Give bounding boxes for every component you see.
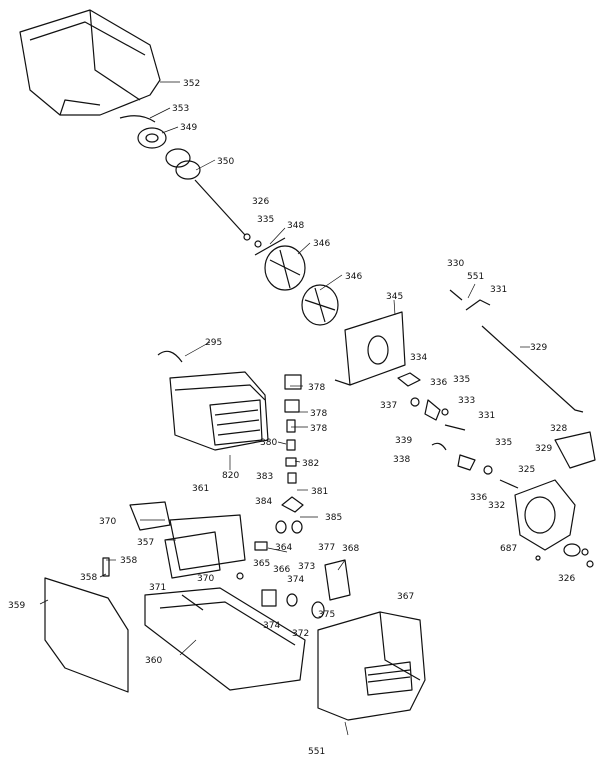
- label-368: 368: [342, 544, 359, 554]
- label-378-b: 378: [310, 409, 327, 419]
- label-373: 373: [298, 562, 315, 572]
- label-383: 383: [256, 472, 273, 482]
- label-366: 366: [273, 565, 290, 575]
- label-367: 367: [397, 592, 414, 602]
- label-384: 384: [255, 497, 272, 507]
- label-333: 333: [458, 396, 475, 406]
- part-ice-cutters: [254, 237, 339, 326]
- label-348: 348: [287, 221, 304, 231]
- label-380: 380: [260, 438, 277, 448]
- label-374-top: 374: [287, 575, 304, 585]
- label-295: 295: [205, 338, 222, 348]
- label-374-low: 374: [263, 621, 280, 631]
- label-326-top: 326: [252, 197, 269, 207]
- label-326-low: 326: [558, 574, 575, 584]
- label-820: 820: [222, 471, 239, 481]
- label-378-a: 378: [308, 383, 325, 393]
- label-331-mid: 331: [478, 411, 495, 421]
- label-360: 360: [145, 656, 162, 666]
- label-370-low: 370: [197, 574, 214, 584]
- part-side-panel: [44, 557, 129, 693]
- label-335-low: 335: [495, 438, 512, 448]
- label-375: 375: [318, 610, 335, 620]
- label-349: 349: [180, 123, 197, 133]
- part-linkage-rod: [449, 289, 584, 413]
- part-small-components: [281, 374, 304, 513]
- label-551-bottom: 551: [308, 747, 325, 757]
- label-551-top: 551: [467, 272, 484, 282]
- label-335-top: 335: [257, 215, 274, 225]
- label-357: 357: [137, 538, 154, 548]
- label-328: 328: [550, 424, 567, 434]
- label-336-top: 336: [430, 378, 447, 388]
- part-ice-bucket: [19, 9, 161, 116]
- part-front-cover: [317, 611, 426, 721]
- label-350: 350: [217, 157, 234, 167]
- label-329-low: 329: [535, 444, 552, 454]
- label-325: 325: [518, 465, 535, 475]
- label-371: 371: [149, 583, 166, 593]
- label-337: 337: [380, 401, 397, 411]
- label-346-upper: 346: [313, 239, 330, 249]
- part-gear-housing: [483, 431, 596, 551]
- part-auger-assembly: [119, 115, 246, 236]
- part-levers-springs: [397, 372, 476, 471]
- part-ice-maker-motor: [157, 350, 269, 451]
- label-339: 339: [395, 436, 412, 446]
- label-345: 345: [386, 292, 403, 302]
- label-359: 359: [8, 601, 25, 611]
- label-336-low: 336: [470, 493, 487, 503]
- part-tray: [144, 587, 306, 691]
- label-364: 364: [275, 543, 292, 553]
- part-switch-components: [236, 559, 351, 619]
- label-370-top: 370: [99, 517, 116, 527]
- label-365: 365: [253, 559, 270, 569]
- label-687: 687: [500, 544, 517, 554]
- label-329-top: 329: [530, 343, 547, 353]
- label-377: 377: [318, 543, 335, 553]
- label-378-c: 378: [310, 424, 327, 434]
- label-352: 352: [183, 79, 200, 89]
- label-358-low: 358: [80, 573, 97, 583]
- part-screws-right: [535, 543, 594, 568]
- label-335-mid: 335: [453, 375, 470, 385]
- label-331-top: 331: [490, 285, 507, 295]
- leader-lines: [39, 81, 530, 736]
- label-346-lower: 346: [345, 272, 362, 282]
- label-338: 338: [393, 455, 410, 465]
- label-358-top: 358: [120, 556, 137, 566]
- label-330: 330: [447, 259, 464, 269]
- label-334: 334: [410, 353, 427, 363]
- label-332: 332: [488, 501, 505, 511]
- label-353: 353: [172, 104, 189, 114]
- label-381: 381: [311, 487, 328, 497]
- part-bracket-motor: [129, 501, 303, 579]
- part-housing-plate: [334, 311, 406, 386]
- label-361: 361: [192, 484, 209, 494]
- label-382: 382: [302, 459, 319, 469]
- part-number-labels: 352 353 349 350 326 335 348 346 346 345 …: [8, 79, 575, 757]
- part-washers-top: [243, 233, 262, 248]
- label-385: 385: [325, 513, 342, 523]
- label-372: 372: [292, 629, 309, 639]
